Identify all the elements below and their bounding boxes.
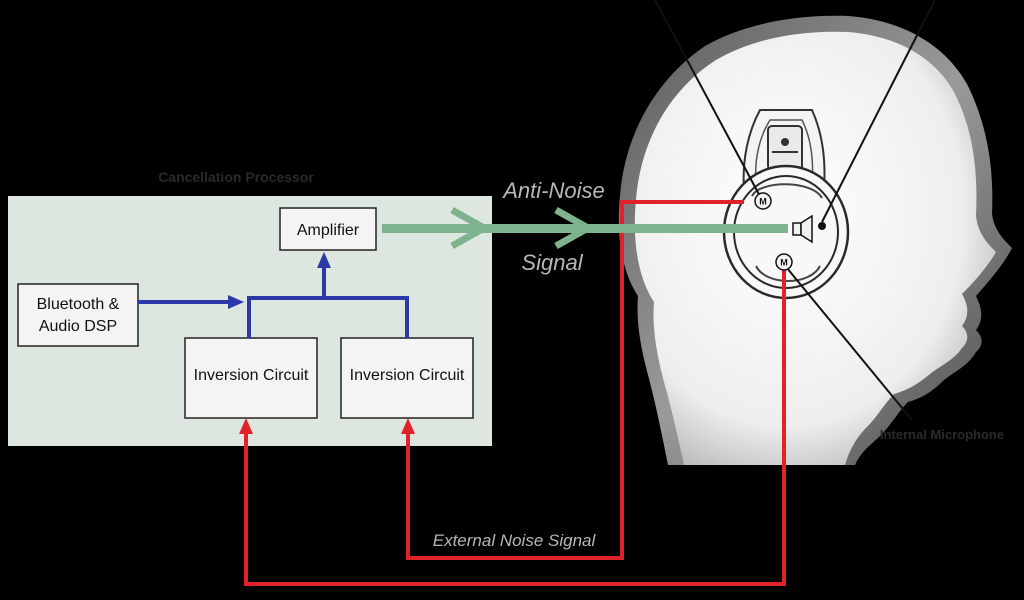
bluetooth-dsp-block: Bluetooth & Audio DSP: [17, 283, 139, 347]
inversion-left-label: Inversion Circuit: [194, 367, 309, 384]
inversion-block-left: Inversion Circuit: [184, 337, 318, 419]
callout-line-external-mic: [654, 0, 763, 201]
svg-text:M: M: [780, 258, 788, 268]
callout-line-internal-mic: [781, 261, 913, 421]
callout-line-speaker: [821, 0, 936, 223]
amplifier-block: Amplifier: [279, 207, 377, 251]
anti-noise-label-line1: Anti-Noise: [501, 178, 604, 203]
speaker-icon: [792, 214, 826, 244]
anti-noise-arrowhead-1: [450, 206, 492, 250]
red-arrow-right-inversion: [401, 418, 415, 434]
blue-arrow-to-merge: [228, 295, 244, 309]
bluetooth-label-line1: Bluetooth &: [37, 296, 120, 313]
external-noise-label: External Noise Signal: [433, 531, 597, 550]
red-signal-paths: [244, 200, 786, 586]
internal-microphone-icon: M: [775, 253, 793, 271]
inversion-right-label: Inversion Circuit: [350, 367, 465, 384]
blue-arrow-to-amplifier: [317, 252, 331, 268]
external-microphone-icon: M: [754, 192, 772, 210]
processor-title: Cancellation Processor: [158, 169, 314, 185]
anti-noise-label-line2: Signal: [521, 250, 583, 275]
internal-microphone-label: Internal Microphone: [880, 427, 1004, 442]
inversion-block-right: Inversion Circuit: [340, 337, 474, 419]
anti-noise-arrowhead-2: [554, 206, 596, 250]
bluetooth-label-line2: Audio DSP: [39, 318, 117, 335]
blue-signal-paths: [138, 264, 409, 338]
amplifier-label: Amplifier: [297, 222, 360, 239]
svg-text:M: M: [759, 197, 767, 207]
red-arrow-left-inversion: [239, 418, 253, 434]
